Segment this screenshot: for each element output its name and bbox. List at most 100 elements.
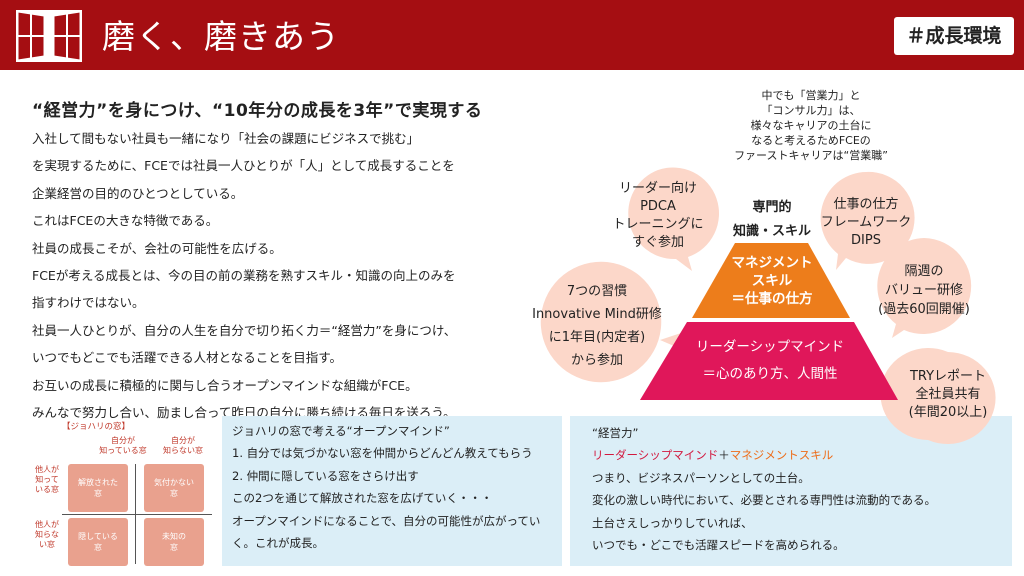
body-line: 企業経営の目的のひとつとしている。: [32, 185, 244, 201]
johari-cell-text: 解放された: [78, 478, 118, 487]
bubble-line: 仕事の仕方: [833, 197, 899, 212]
note-line: なると考えるためFCEの: [751, 134, 871, 147]
body-line: いつでもどこでも活躍できる人材となることを目指す。: [32, 350, 343, 366]
bubble-line: TRYレポート: [909, 369, 987, 384]
body-text: 入社して間もない社員も一緒になり「社会の課題にビジネスで挑む」 を実現するために…: [32, 125, 512, 426]
johari-row-header-line: 他人が: [35, 465, 59, 474]
bubble-line: 全社員共有: [915, 387, 981, 402]
johari-row-header-line: 他人が: [35, 520, 59, 529]
bubble-framework-text: 仕事の仕方 フレームワーク DIPS: [814, 196, 918, 250]
bubble-try-report-text: TRYレポート 全社員共有 (年間20以上): [892, 368, 1004, 422]
johari-cell-text: 隠している: [78, 532, 118, 541]
panel-line: 1. 自分では気づかない窓を仲間からどんどん教えてもらう: [232, 446, 533, 461]
johari-grid: 解放された窓 気付かない窓 隠している窓 未知の窓: [62, 448, 212, 568]
bubble-line: バリュー研修: [884, 283, 963, 298]
johari-row-header-line: いる窓: [35, 485, 59, 494]
bubble-leader-pdca-text: リーダー向け PDCA トレーニングに すぐ参加: [612, 180, 704, 252]
johari-row-header-line: 知らな: [35, 530, 59, 539]
panel-formula-line: リーダーシップマインド＋マネジメントスキル: [592, 444, 936, 466]
open-mind-panel: ジョハリの窓で考える“オープンマインド” 1. 自分では気づかない窓を仲間からど…: [222, 416, 562, 566]
bubble-line: (年間20以上): [908, 405, 988, 420]
johari-cell-text: 窓: [170, 489, 178, 498]
johari-row-header-line: い窓: [39, 540, 55, 549]
note-line: 「コンサル力」は、: [761, 104, 861, 117]
window-logo-icon: [16, 10, 82, 62]
bubble-line: から参加: [570, 353, 623, 368]
bubble-value-training-text: 隔週の バリュー研修 (過去60回開催): [866, 262, 982, 319]
panel-line: いつでも・どこでも活躍スピードを高められる。: [592, 538, 845, 553]
bubble-line: フレームワーク: [820, 215, 912, 230]
bubble-line: 隔週の: [904, 264, 944, 279]
note-line: 様々なキャリアの土台に: [750, 119, 872, 132]
panel-line: 土台さえしっかりしていれば、: [592, 515, 753, 530]
johari-row-header-unknown: 他人が 知らな い窓: [32, 520, 62, 550]
bubble-line: (過去60回開催): [878, 302, 970, 317]
johari-col-header-unknown: 自分が 知らない窓: [148, 436, 218, 456]
pyramid-label-line: 知識・スキル: [732, 224, 811, 239]
johari-row-header-line: 知って: [35, 475, 59, 484]
bubble-line: トレーニングに: [612, 217, 704, 232]
body-line: を実現するために、FCEでは社員一人ひとりが「人」として成長することを: [32, 158, 455, 174]
bubble-line: Innovative Mind研修: [532, 307, 662, 322]
johari-window-diagram: 【ジョハリの窓】 自分が 知っている窓 自分が 知らない窓 他人が 知って いる…: [32, 420, 214, 570]
bubble-line: すぐ参加: [631, 235, 684, 250]
panel-line: く。これが成長。: [232, 536, 324, 551]
body-line: 指すわけではない。: [32, 295, 145, 311]
career-note-text: 中でも「営業力」と 「コンサル力」は、 様々なキャリアの土台に なると考えるため…: [716, 88, 906, 163]
pyramid-label-line: スキル: [751, 273, 793, 289]
panel-line: 2. 仲間に隠している窓をさらけ出す: [232, 468, 419, 483]
body-line: これはFCEの大きな特徴である。: [32, 213, 219, 229]
plus-sign: ＋: [718, 448, 730, 463]
body-line: 社員の成長こそが、会社の可能性を広げる。: [32, 240, 282, 256]
johari-col-header-line: 自分が: [171, 436, 195, 445]
johari-cell-text: 窓: [170, 543, 178, 552]
body-line: FCEが考える成長とは、今の目の前の業務を熟すスキル・知識の向上のみを: [32, 267, 456, 283]
johari-row-header-known: 他人が 知って いる窓: [32, 465, 62, 495]
johari-divider-horizontal: [62, 514, 212, 515]
johari-col-header-line: 自分が: [111, 436, 135, 445]
body-line: 入社して間もない社員も一緒になり「社会の課題にビジネスで挑む」: [32, 131, 420, 146]
johari-cell-open: 解放された窓: [68, 464, 128, 512]
management-term: マネジメントスキル: [729, 448, 834, 463]
johari-cell-unknown: 未知の窓: [144, 518, 204, 566]
panel-line: この2つを通じて解放された窓を広げていく・・・: [232, 491, 493, 506]
johari-cell-text: 気付かない: [154, 478, 194, 487]
main-heading: “経営力”を身につけ、“10年分の成長を3年”で実現する: [32, 101, 483, 121]
pyramid-label-line: リーダーシップマインド: [695, 339, 845, 355]
header-bar: 磨く、磨きあう ＃成長環境: [0, 0, 1024, 70]
bubble-line: DIPS: [851, 233, 881, 248]
panel-line: つまり、ビジネスパーソンとしての土台。: [592, 470, 810, 485]
johari-cell-text: 窓: [93, 543, 102, 552]
johari-cell-text: 窓: [94, 489, 102, 498]
pyramid-label-line: 専門的: [752, 200, 792, 215]
note-line: ファーストキャリアは“営業職”: [734, 149, 888, 162]
johari-cell-blind: 気付かない窓: [144, 464, 204, 512]
bubble-line: リーダー向け: [618, 181, 697, 196]
johari-cell-hidden: 隠している窓: [68, 518, 128, 566]
pyramid-bottom-label: リーダーシップマインド ＝心のあり方、人間性: [680, 334, 860, 388]
johari-col-header-known: 自分が 知っている窓: [88, 436, 158, 456]
johari-col-header-line: 知っている窓: [99, 446, 147, 455]
body-line: 社員一人ひとりが、自分の人生を自分で切り拓く力＝“経営力”を身につけ、: [32, 322, 457, 338]
pyramid-label-line: ＝心のあり方、人間性: [702, 366, 838, 382]
page-title: 磨く、磨きあう: [102, 17, 340, 56]
johari-title: 【ジョハリの窓】: [62, 422, 131, 432]
leadership-term: リーダーシップマインド: [592, 448, 719, 463]
bubble-line: 7つの習慣: [566, 284, 628, 299]
panel-line: “経営力”: [592, 426, 639, 440]
hashtag-badge: ＃成長環境: [894, 17, 1014, 55]
pyramid-label-line: ＝仕事の仕方: [731, 291, 813, 307]
pyramid-middle-label: マネジメント スキル ＝仕事の仕方: [712, 254, 832, 308]
panel-line: オープンマインドになることで、自分の可能性が広がってい: [232, 513, 541, 528]
johari-col-header-line: 知らない窓: [163, 446, 203, 455]
johari-cell-text: 未知の: [162, 532, 186, 541]
bubble-line: PDCA: [640, 199, 676, 214]
panel-line: 変化の激しい時代において、必要とされる専門性は流動的である。: [592, 493, 936, 508]
panel-line: ジョハリの窓で考える“オープンマインド”: [232, 424, 450, 438]
pyramid-label-line: マネジメント: [731, 255, 813, 271]
bubble-seven-habits-text: 7つの習慣 Innovative Mind研修 に1年目(内定者) から参加: [515, 280, 679, 372]
bubble-line: に1年目(内定者): [548, 330, 646, 345]
note-line: 中でも「営業力」と: [761, 89, 861, 102]
management-power-panel: “経営力” リーダーシップマインド＋マネジメントスキル つまり、ビジネスパーソン…: [570, 416, 1012, 566]
body-line: お互いの成長に積極的に関与し合うオープンマインドな組織がFCE。: [32, 377, 418, 393]
